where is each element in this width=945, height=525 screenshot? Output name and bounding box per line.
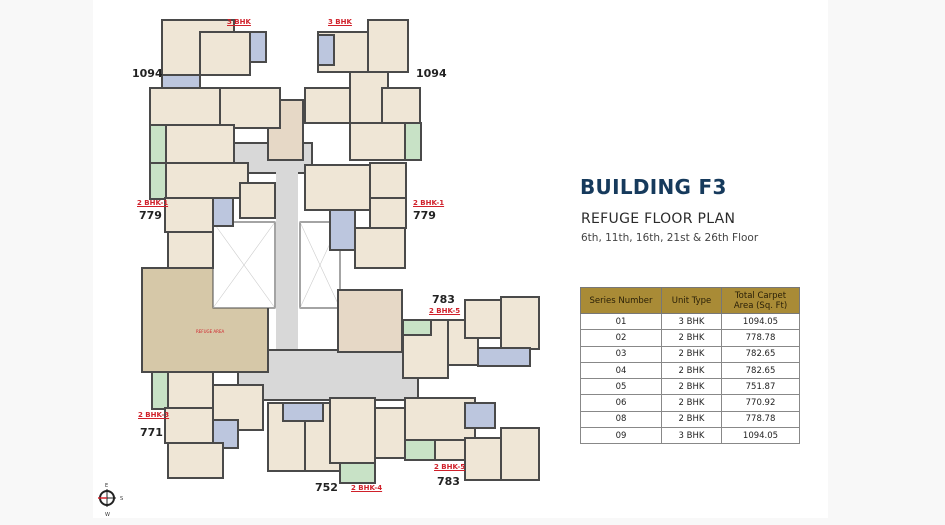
unit-type-label: 3 BHK bbox=[328, 18, 352, 26]
unit-type-cell: 2 BHK bbox=[661, 378, 722, 396]
compass-icon: E S W bbox=[98, 483, 123, 518]
svg-text:E: E bbox=[105, 483, 108, 489]
unit-area-label: 771 bbox=[140, 426, 163, 439]
plan-title: REFUGE FLOOR PLAN bbox=[581, 211, 736, 227]
unit-type-cell: 2 BHK bbox=[661, 361, 722, 380]
carpet-area-cell: 770.92 bbox=[721, 394, 800, 412]
series-number-cell: 05 bbox=[580, 378, 662, 396]
series-number-cell: 04 bbox=[580, 361, 662, 380]
unit-type-cell: 2 BHK bbox=[661, 410, 722, 429]
carpet-area-cell: 778.78 bbox=[721, 410, 800, 429]
unit-table: Series Number Unit Type Total Carpet Are… bbox=[580, 287, 800, 445]
series-number-cell: 09 bbox=[580, 427, 662, 445]
unit-type-label: 2 BHK-1 bbox=[413, 199, 445, 207]
unit-type-cell: 2 BHK bbox=[661, 345, 722, 363]
svg-text:S: S bbox=[120, 496, 123, 502]
unit-type-label: 2 BHK-1 bbox=[137, 199, 169, 207]
series-number-cell: 08 bbox=[580, 410, 662, 429]
building-title: BUILDING F3 bbox=[580, 175, 727, 199]
table-header-row: Series Number Unit Type Total Carpet Are… bbox=[580, 287, 800, 314]
unit-area-label: 783 bbox=[437, 475, 460, 488]
series-number-cell: 06 bbox=[580, 394, 662, 412]
unit-area-label: 779 bbox=[139, 209, 162, 222]
refuge-area-label: REFUGE AREA bbox=[196, 329, 224, 334]
unit-type-label: 2 BHK-4 bbox=[351, 484, 383, 492]
unit-area-label: 779 bbox=[413, 209, 436, 222]
column-header: Unit Type bbox=[661, 287, 722, 314]
unit-type-cell: 3 BHK bbox=[661, 312, 722, 331]
carpet-area-cell: 778.78 bbox=[721, 329, 800, 347]
carpet-area-cell: 782.65 bbox=[721, 361, 800, 380]
floor-plan: REFUGE AREA E S W bbox=[98, 19, 540, 518]
unit-type-label: 3 BHK bbox=[227, 18, 251, 26]
unit-area-label: 1094 bbox=[132, 67, 163, 80]
vertical-corridor bbox=[276, 170, 298, 360]
unit-area-label: 783 bbox=[432, 293, 455, 306]
unit-area-label: 1094 bbox=[416, 67, 447, 80]
page: REFUGE AREA E S W 3 BHK 1094 3 BHK 1094 … bbox=[93, 0, 828, 518]
unit-type-cell: 3 BHK bbox=[661, 427, 722, 445]
carpet-area-cell: 1094.05 bbox=[721, 427, 800, 445]
carpet-area-cell: 782.65 bbox=[721, 345, 800, 363]
unit-type-label: 2 BHK-3 bbox=[138, 411, 170, 419]
carpet-area-cell: 1094.05 bbox=[721, 312, 800, 331]
unit-type-cell: 2 BHK bbox=[661, 329, 722, 347]
column-header: Series Number bbox=[580, 287, 662, 314]
unit-area-label: 752 bbox=[315, 481, 338, 494]
unit-type-cell: 2 BHK bbox=[661, 394, 722, 412]
column-header: Total Carpet Area (Sq. Ft) bbox=[721, 287, 800, 314]
unit-type-label: 2 BHK-5 bbox=[429, 307, 461, 315]
series-number-cell: 03 bbox=[580, 345, 662, 363]
series-number-cell: 01 bbox=[580, 312, 662, 331]
unit-type-label: 2 BHK-5 bbox=[434, 463, 466, 471]
floors-text: 6th, 11th, 16th, 21st & 26th Floor bbox=[581, 232, 759, 244]
series-number-cell: 02 bbox=[580, 329, 662, 347]
stair-core-top bbox=[267, 99, 304, 161]
svg-text:W: W bbox=[105, 512, 110, 518]
carpet-area-cell: 751.87 bbox=[721, 378, 800, 396]
stair-core-bottom bbox=[337, 289, 403, 353]
